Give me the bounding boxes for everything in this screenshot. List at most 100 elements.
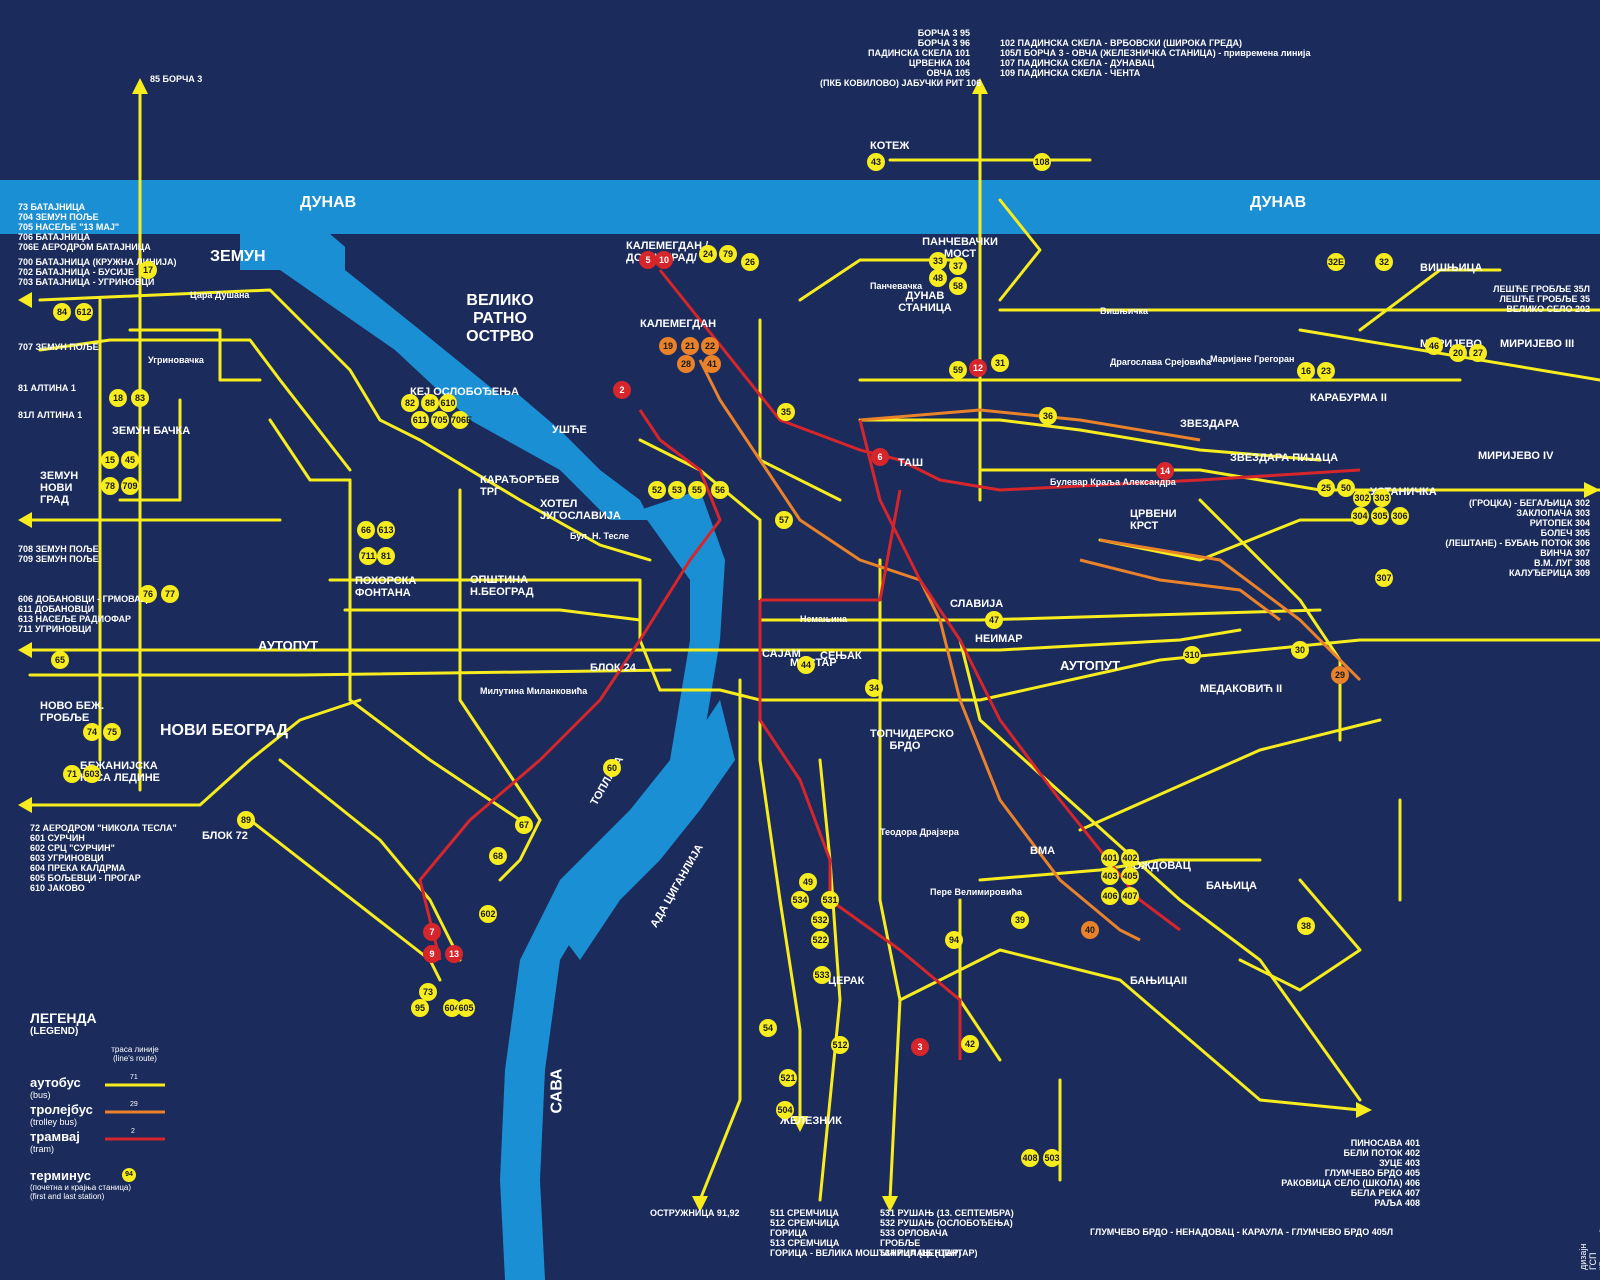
list-item: 109 ПАДИНСКА СКЕЛА - ЧЕНТА — [1000, 68, 1141, 78]
terminus-marker: 23 — [1317, 362, 1335, 380]
list-item: ОВЧА 105 — [926, 68, 971, 78]
terminus-marker: 38 — [1297, 917, 1315, 935]
area-zemun-backa: ЗЕМУН БАЧКА — [112, 425, 191, 437]
north-lines-list: БОРЧА 3 95 БОРЧА 3 96 ПАДИНСКА СКЕЛА 101… — [820, 28, 982, 88]
terminus-marker: 75 — [103, 723, 121, 741]
terminus-marker: 108 — [1033, 153, 1051, 171]
street-pancevacka: Панчевачка — [870, 281, 923, 291]
terminus-marker: 29 — [1331, 666, 1349, 684]
west-exit-2: 81 АЛТИНА 1 — [18, 383, 76, 393]
list-item: ЛЕШЋЕ ГРОБЉЕ 35Л — [1493, 284, 1590, 294]
legend-terminus-label: терминус — [30, 1168, 91, 1183]
terminus-marker: 56 — [711, 481, 729, 499]
area-crveni-krst: ЦРВЕНИ КРСТ — [1130, 508, 1177, 532]
glumcevo-line: ГЛУМЧЕВО БРДО - НЕНАДОВАЦ - КАРАУЛА - ГЛ… — [1090, 1227, 1394, 1237]
terminus-marker: 48 — [929, 269, 947, 287]
area-usce: УШЋЕ — [552, 424, 587, 436]
list-item: 603 УГРИНОВЦИ — [30, 853, 104, 863]
list-item: 606 ДОБАНОВЦИ - ГРМОВАЦ — [18, 594, 148, 604]
list-item: (ГРОЦКА) - БЕГАЉИЦА 302 — [1469, 498, 1590, 508]
list-item: 602 СРЦ "СУРЧИН" — [30, 843, 115, 853]
street-marijane-gregoran: Маријане Грегоран — [1210, 354, 1295, 364]
terminus-marker: 533 — [813, 966, 831, 984]
terminus-marker: 37 — [949, 257, 967, 275]
terminus-marker: 53 — [668, 481, 686, 499]
terminus-marker: 67 — [515, 816, 533, 834]
terminus-marker: 94 — [945, 931, 963, 949]
batajnica-lines-list: 700 БАТАЈНИЦА (КРУЖНА ЛИНИЈА) 702 БАТАЈН… — [18, 257, 177, 287]
list-item: 704 ЗЕМУН ПОЉЕ — [18, 212, 99, 222]
list-item: 511 СРЕМЧИЦА — [770, 1208, 839, 1218]
list-item: 107 ПАДИНСКА СКЕЛА - ДУНАВАЦ — [1000, 58, 1155, 68]
borca-top-label: 85 БОРЧА 3 — [150, 74, 203, 84]
terminus-marker: 42 — [961, 1035, 979, 1053]
terminus-marker: 605 — [457, 999, 475, 1017]
list-item: 706Е АЕРОДРОМ БАТАЈНИЦА — [18, 242, 151, 252]
terminus-marker: 408 — [1021, 1149, 1039, 1167]
terminus-marker: 306 — [1391, 507, 1409, 525]
terminus-marker: 21 — [681, 337, 699, 355]
area-zvezdara: ЗВЕЗДАРА — [1180, 418, 1240, 430]
terminus-marker: 407 — [1121, 887, 1139, 905]
terminus-marker: 55 — [688, 481, 706, 499]
legend-terminus: терминус (почетна и крајња станица) (fir… — [30, 1168, 131, 1201]
veliko-ratno-ostrvo-island — [345, 234, 580, 395]
street-teodora-drajzera: Теодора Драјзера — [880, 827, 959, 837]
terminus-marker: 32Е — [1327, 253, 1345, 271]
area-cerak: ЦЕРАК — [828, 975, 865, 987]
terminus-marker: 604 — [443, 999, 461, 1017]
terminus-marker: 612 — [75, 303, 93, 321]
terminus-marker: 3 — [911, 1038, 929, 1056]
terminus-marker: 39 — [1011, 911, 1029, 929]
terminus-marker: 89 — [237, 811, 255, 829]
bus-network — [28, 88, 1600, 1202]
west-exit-1: 707 ЗЕМУН ПОЉЕ — [18, 342, 99, 352]
list-item: ЛЕШЋЕ ГРОБЉЕ 35 — [1499, 294, 1590, 304]
terminus-marker: 12 — [969, 359, 987, 377]
terminus-marker: 41 — [703, 355, 721, 373]
list-item: ГРОБЉЕ — [880, 1238, 921, 1248]
list-item: (ПКБ КОВИЛОВО) ЈАБУЧКИ РИТ 106 — [820, 78, 982, 88]
list-item: 513 СРЕМЧИЦА — [770, 1238, 840, 1248]
area-sajam: САЈАМ — [762, 648, 801, 660]
area-vozdovac: ВОЖДОВАЦ — [1125, 860, 1191, 872]
area-mirijevo-4: МИРИЈЕВО IV — [1478, 450, 1554, 462]
street-bulevar-kralja-aleksandra: Булевар Краља Александра — [1050, 477, 1176, 487]
terminus-marker: 611 — [411, 411, 429, 429]
terminus-marker: 532 — [811, 911, 829, 929]
ostruznica-label: ОСТРУЖНИЦА 91,92 — [650, 1208, 740, 1218]
list-item: 73 БАТАЈНИЦА — [18, 202, 86, 212]
terminus-marker: 34 — [865, 679, 883, 697]
list-item: 105Л БОРЧА 3 - ОВЧА (ЖЕЛЕЗНИЧКА СТАНИЦА)… — [1000, 48, 1311, 58]
area-zvezdara-pijaca: ЗВЕЗДАРА ПИЈАЦА — [1230, 452, 1339, 464]
list-item: ГОРИЦА - ВЕЛИКА МОШТАНИЦА (ЦЕНТАР) — [770, 1248, 962, 1258]
area-neimar: НЕИМАР — [975, 633, 1023, 645]
list-item: В.М. ЛУГ 308 — [1533, 558, 1590, 568]
terminus-marker: 17 — [139, 261, 157, 279]
list-item: 532 РУШАЊ (ОСЛОБОЂЕЊА) — [880, 1218, 1013, 1228]
area-blok-72: БЛОК 72 — [202, 830, 248, 842]
list-item: 534 РИПАЊ (ЦЕНТАР) — [880, 1248, 978, 1258]
area-slavija: СЛАВИЈА — [950, 598, 1004, 610]
area-novo-bez-groblje: НОВО БЕЖ. ГРОБЉЕ — [40, 700, 105, 724]
terminus-marker: 15 — [101, 451, 119, 469]
terminus-marker: 43 — [867, 153, 885, 171]
area-kalemegdan: КАЛЕМЕГДАН — [640, 318, 717, 330]
terminus-marker: 302 — [1353, 489, 1371, 507]
terminus-marker: 40 — [1081, 921, 1099, 939]
airport-lines-list: 72 АЕРОДРОМ "НИКОЛА ТЕСЛА" 601 СУРЧИН 60… — [30, 823, 177, 893]
legend-title: ЛЕГЕНДА — [30, 1010, 97, 1026]
list-item: 102 ПАДИНСКА СКЕЛА - ВРБОВСКИ (ШИРОКА ГР… — [1000, 38, 1242, 48]
list-item: 703 БАТАЈНИЦА - УГРИНОВЦИ — [18, 277, 155, 287]
east-lines-list: ЛЕШЋЕ ГРОБЉЕ 35Л ЛЕШЋЕ ГРОБЉЕ 35 ВЕЛИКО … — [1450, 284, 1590, 314]
street-bul-n-tesle: Бул. Н. Тесле — [570, 531, 630, 541]
south-lines-list: 511 СРЕМЧИЦА 512 СРЕМЧИЦА ГОРИЦА 513 СРЕ… — [770, 1208, 961, 1258]
area-opstina-nbeograd: ОПШТИНА Н.БЕОГРАД — [470, 574, 534, 598]
terminus-marker: 22 — [701, 337, 719, 355]
list-item: 604 ПРЕКА КАЛДРМА — [30, 863, 126, 873]
legend-bus-en: (bus) — [30, 1090, 51, 1100]
terminus-marker: 14 — [1156, 462, 1174, 480]
terminus-marker: 602 — [479, 905, 497, 923]
terminus-marker: 307 — [1375, 569, 1393, 587]
